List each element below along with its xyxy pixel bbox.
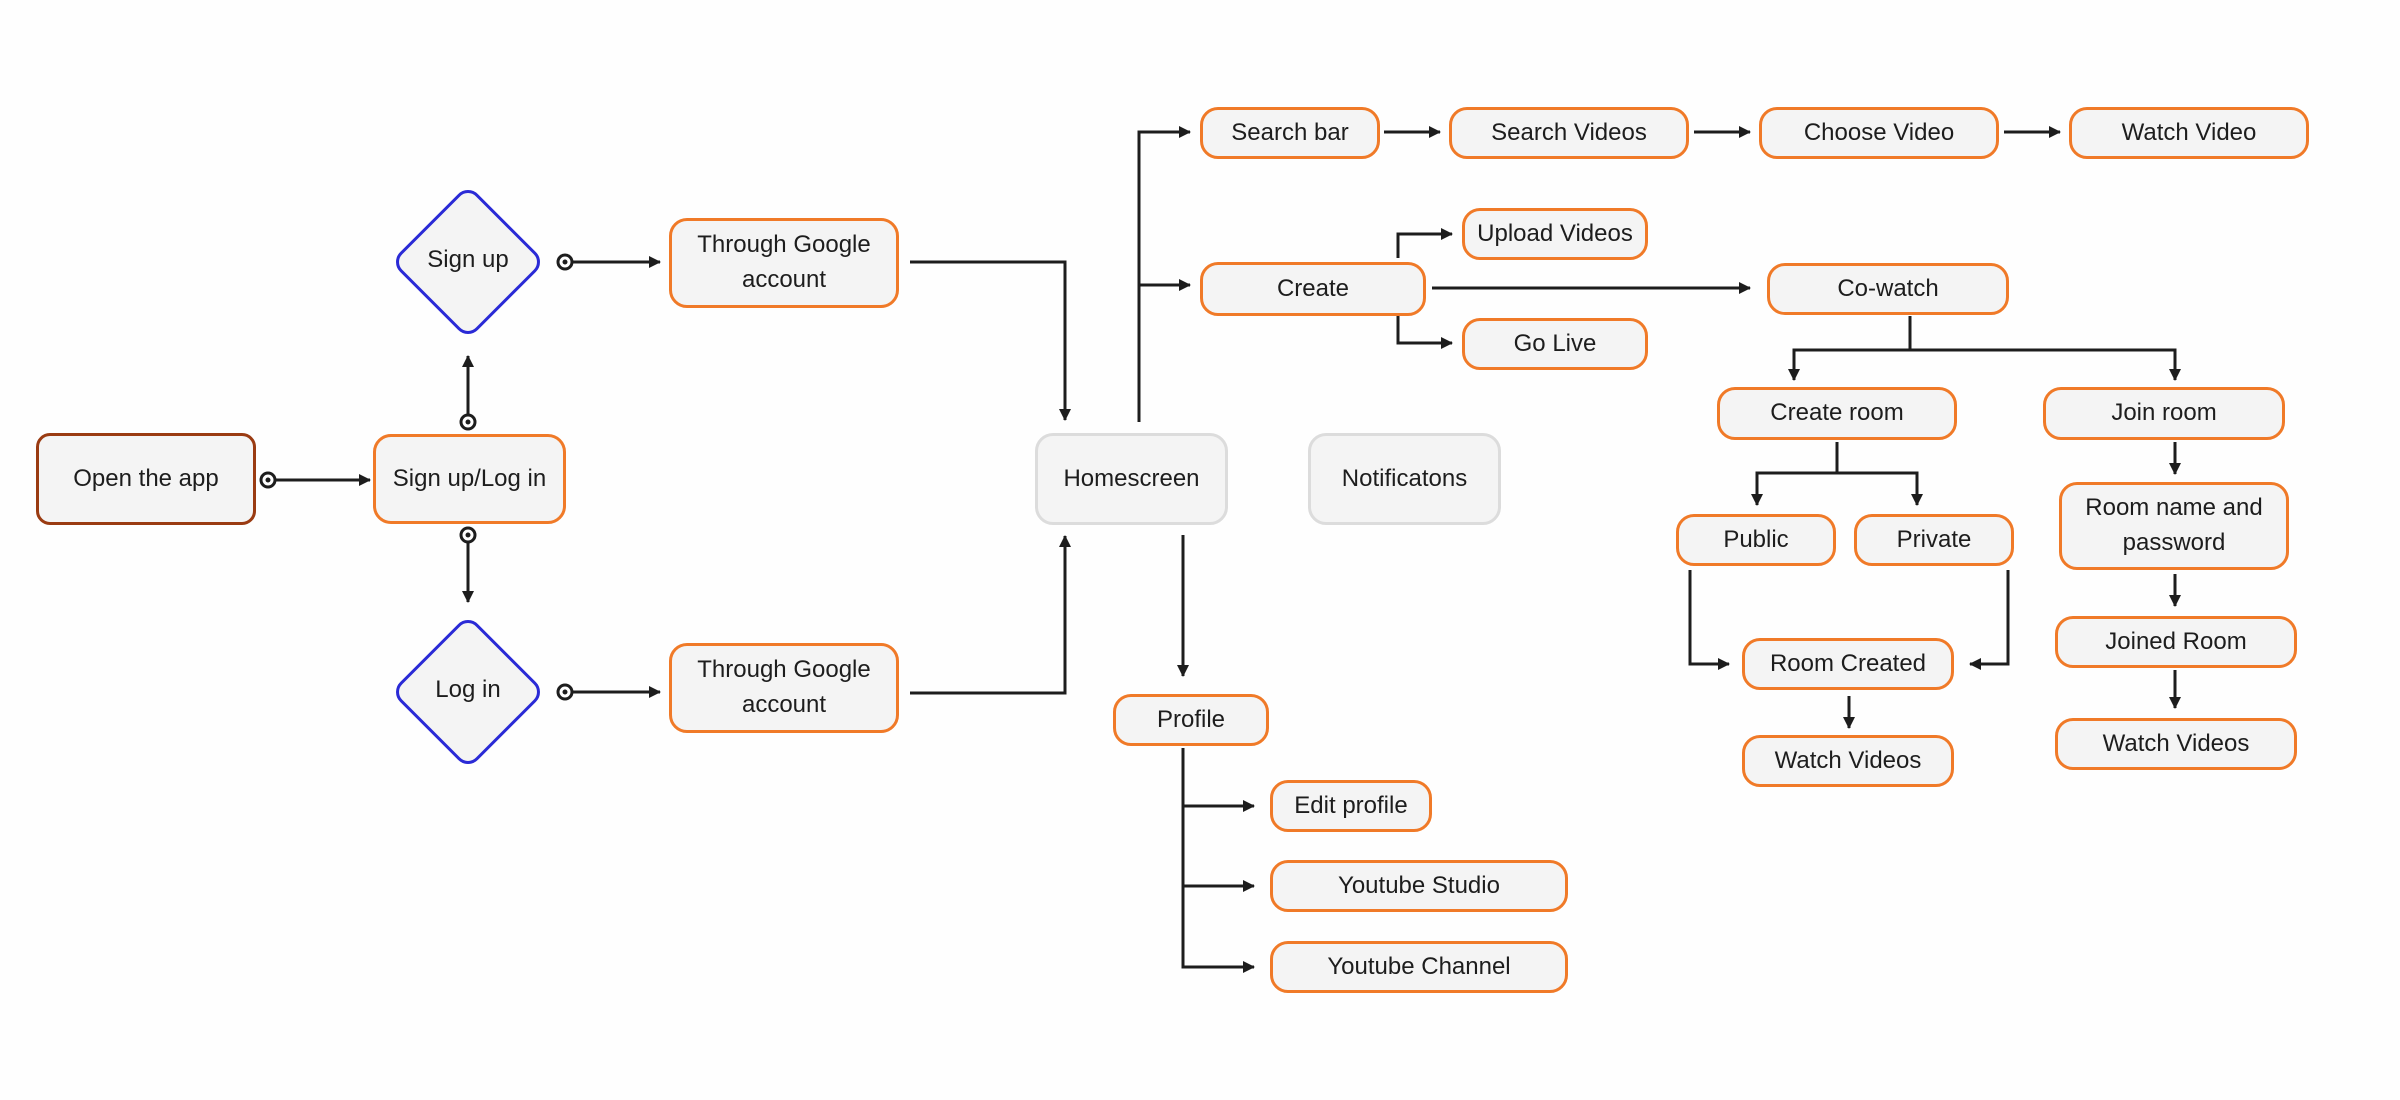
connector-google-signup-to-homescreen xyxy=(910,260,1071,421)
connector-createroom-to-private xyxy=(1837,471,1923,506)
node-search-videos: Search Videos xyxy=(1449,107,1689,159)
node-choose-video: Choose Video xyxy=(1759,107,1999,159)
node-edit-profile: Edit profile xyxy=(1270,780,1432,832)
connector-google-login-to-homescreen xyxy=(910,535,1071,695)
node-co-watch: Co-watch xyxy=(1767,263,2009,315)
node-profile: Profile xyxy=(1113,694,1269,746)
connector-public-to-roomcreated xyxy=(1688,570,1730,670)
connector-create-to-upload xyxy=(1396,228,1453,258)
decision-login-label: Log in xyxy=(435,676,501,703)
connector-private-to-roomcreated xyxy=(1969,570,2010,670)
node-watch-videos-join: Watch Videos xyxy=(2055,718,2297,770)
node-room-created: Room Created xyxy=(1742,638,1954,690)
node-joined-room: Joined Room xyxy=(2055,616,2297,668)
connector-create-to-golive xyxy=(1396,314,1453,349)
node-join-room: Join room xyxy=(2043,387,2285,440)
node-watch-video: Watch Video xyxy=(2069,107,2309,159)
node-signup-login: Sign up/Log in xyxy=(373,434,566,524)
connector-profile-to-youtubechannel xyxy=(1181,748,1255,973)
node-public: Public xyxy=(1676,514,1836,566)
node-create: Create xyxy=(1200,262,1426,316)
connector-cowatch-to-createroom xyxy=(1788,316,1912,381)
connector-homescreen-to-searchbar xyxy=(1137,126,1191,422)
node-go-live: Go Live xyxy=(1462,318,1648,370)
decision-signup-label: Sign up xyxy=(427,246,509,273)
node-search-bar: Search bar xyxy=(1200,107,1380,159)
connector-createroom-to-public xyxy=(1751,442,1839,506)
node-open-app: Open the app xyxy=(36,433,256,525)
node-upload-videos: Upload Videos xyxy=(1462,208,1648,260)
node-private: Private xyxy=(1854,514,2014,566)
node-youtube-studio: Youtube Studio xyxy=(1270,860,1568,912)
node-create-room: Create room xyxy=(1717,387,1957,440)
node-notifications: Notificatons xyxy=(1308,433,1501,525)
node-google-signup: Through Google account xyxy=(669,218,899,308)
node-watch-videos-create: Watch Videos xyxy=(1742,735,1954,787)
node-homescreen: Homescreen xyxy=(1035,433,1228,525)
node-google-login: Through Google account xyxy=(669,643,899,733)
connector-cowatch-to-joinroom xyxy=(1910,348,2181,381)
node-youtube-channel: Youtube Channel xyxy=(1270,941,1568,993)
node-room-name-password: Room name and password xyxy=(2059,482,2289,570)
